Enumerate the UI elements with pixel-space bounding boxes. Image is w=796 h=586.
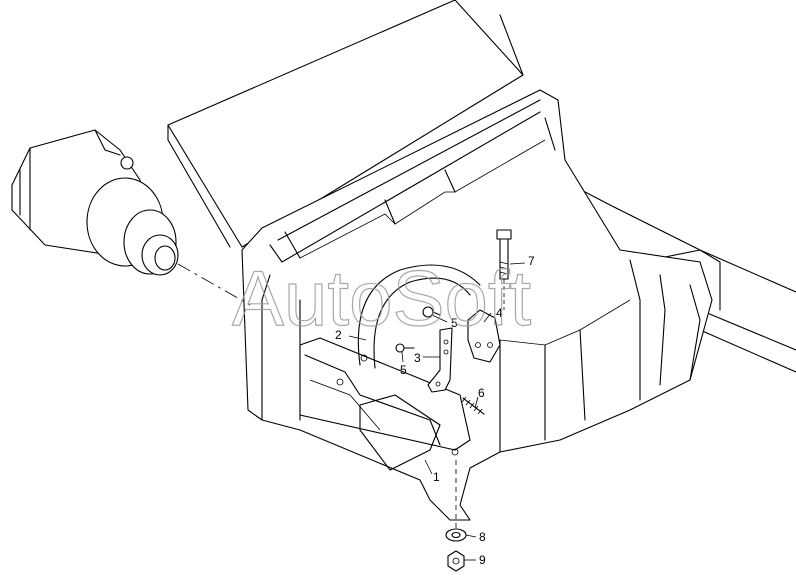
leader-lines [348,262,526,561]
nut [447,550,465,572]
callout-9: 9 [479,553,486,567]
watermark: AutoSoft [232,254,532,342]
callout-8: 8 [479,530,486,544]
callout-3: 3 [414,351,421,365]
callout-5-upper: 5 [451,316,458,330]
upper-panel [167,0,524,248]
washer [445,528,467,542]
callout-2: 2 [335,328,342,342]
screws [395,306,441,353]
callout-7: 7 [528,254,535,268]
bolt [496,229,512,310]
callout-6: 6 [478,386,485,400]
curved-bracket [357,264,481,369]
blower-motor [11,129,179,276]
motor-axis [177,263,251,306]
mounting-bracket [427,327,453,393]
inner-cavity [299,337,471,471]
clamp [467,309,501,363]
callout-1: 1 [433,470,440,484]
callout-5-lower: 5 [400,363,407,377]
callout-4: 4 [496,306,503,320]
threaded-stud [461,396,485,415]
callouts: 1 2 3 4 5 5 6 7 8 9 [335,254,535,567]
